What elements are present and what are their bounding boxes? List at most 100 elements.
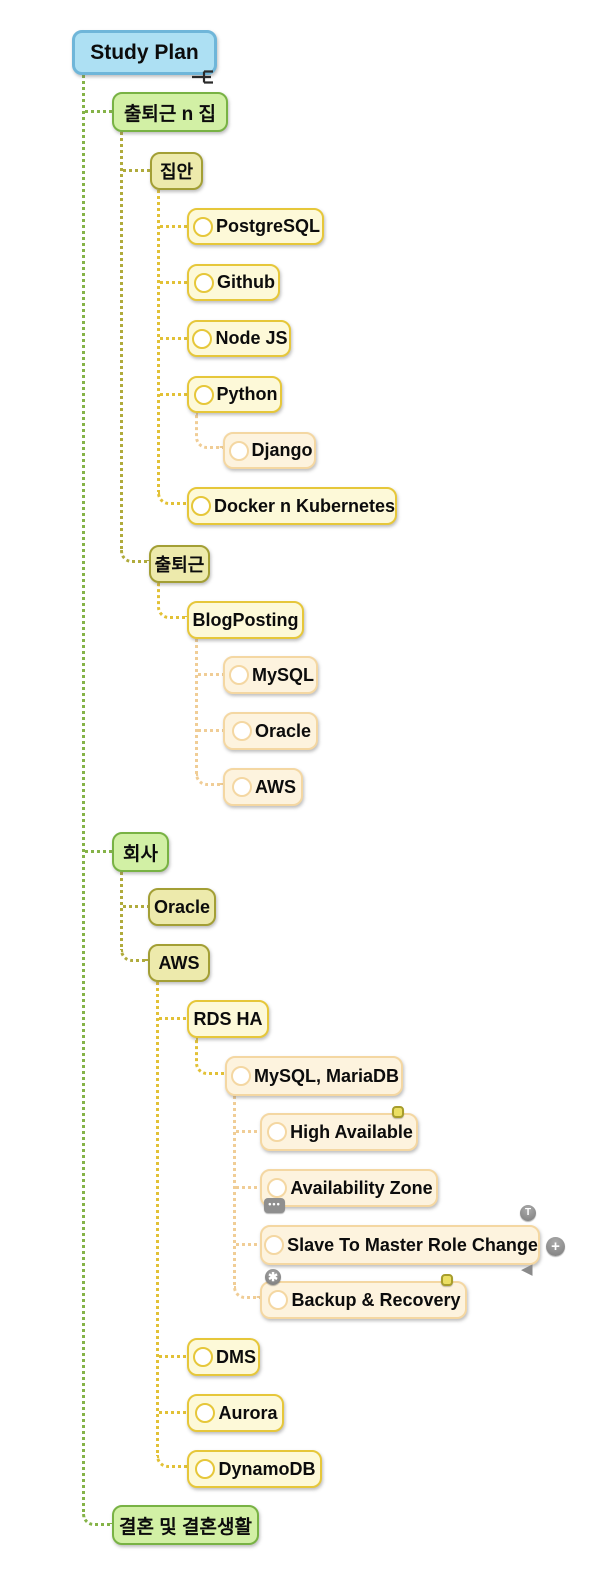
topic-circle-icon [264,1235,285,1255]
connector-line [160,281,187,284]
node-oracle-company[interactable]: Oracle [148,888,216,926]
node-label: Backup & Recovery [291,1289,461,1310]
node-label: DynamoDB [218,1458,316,1479]
connector-line [160,225,187,228]
yellow-tag-icon[interactable] [441,1274,453,1286]
node-label: 결혼 및 결혼생활 [119,1516,252,1538]
node-postgresql[interactable]: PostgreSQL [187,208,324,245]
node-label: PostgreSQL [215,216,321,236]
more-options-icon[interactable]: ••• [264,1198,285,1213]
node-slave-to-master-role-change[interactable]: Slave To Master Role Change [260,1225,540,1265]
node-blogposting[interactable]: BlogPosting [187,601,304,639]
text-tool-icon[interactable]: T [520,1205,536,1221]
node-label: 출퇴근 n 집 [123,103,217,125]
topic-circle-icon [190,496,211,516]
topic-circle-icon [194,272,214,293]
connector-line [198,729,223,732]
topic-circle-icon [231,721,252,741]
connector-line [120,872,123,949]
node-label: Docker n Kubernetes [213,495,396,516]
node-study-plan[interactable]: Study Plan [72,30,217,75]
node-dms[interactable]: DMS [187,1338,260,1376]
node-backup-recovery[interactable]: Backup & Recovery ✱ [260,1269,467,1319]
topic-circle-icon [195,1459,216,1479]
connector-line [160,393,187,396]
connector-line [236,1130,260,1133]
connector-line [156,982,159,1455]
connector-line [82,75,85,1514]
topic-circle-icon [268,1290,289,1310]
node-aws-blog[interactable]: AWS [223,768,303,806]
connector-line [82,1514,112,1526]
topic-circle-icon [267,1122,288,1142]
topic-circle-icon [267,1178,288,1198]
node-mysql-blog[interactable]: MySQL [223,656,318,694]
connector-line [160,337,187,340]
node-label: Django [251,440,313,460]
connector-line [120,949,148,962]
topic-circle-icon [230,1066,251,1086]
connector-line [159,1355,187,1358]
node-label: Github [217,272,275,292]
node-availability-zone[interactable]: Availability Zone••• [260,1169,438,1213]
connector-line [85,850,112,853]
node-label: AWS [158,952,200,973]
node-label: MySQL, MariaDB [253,1065,400,1086]
yellow-tag-icon[interactable] [392,1106,404,1118]
node-commute-n-home[interactable]: 출퇴근 n 집 [112,92,228,132]
connector-line [85,110,112,113]
node-label: Aurora [218,1402,278,1423]
node-dynamodb[interactable]: DynamoDB [187,1450,322,1488]
node-label: Node JS [215,328,288,348]
connector-line [195,1038,225,1075]
node-label: AWS [254,776,296,797]
collapse-arrow-icon[interactable]: ◀ [521,1261,533,1278]
asterisk-icon[interactable]: ✱ [265,1269,281,1285]
connector-line [157,492,187,505]
node-label: Study Plan [90,40,199,64]
connector-line [236,1186,260,1189]
topic-circle-icon [231,777,252,797]
node-oracle-blog[interactable]: Oracle [223,712,318,750]
node-node-js[interactable]: Node JS [187,320,291,357]
topic-circle-icon [195,1403,216,1423]
connector-line [195,413,223,449]
node-high-available[interactable]: High Available [260,1106,418,1151]
connector-line [123,169,150,172]
node-company[interactable]: 회사 [112,832,169,872]
node-commute[interactable]: 출퇴근 [149,545,210,583]
node-label: Python [216,384,278,404]
connector-line [120,550,149,563]
node-label: Oracle [254,720,312,741]
connector-line [123,905,148,908]
connector-line [233,1096,236,1286]
connector-line [233,1286,260,1299]
node-marriage-life[interactable]: 결혼 및 결혼생활 [112,1505,259,1545]
node-mysql-mariadb[interactable]: MySQL, MariaDB [225,1056,403,1096]
branch-collapse-icon[interactable] [191,69,217,85]
node-django[interactable]: Django [223,432,316,469]
connector-line [120,132,123,550]
node-label: RDS HA [193,1008,263,1029]
node-label: BlogPosting [192,609,299,630]
node-label: 출퇴근 [154,555,205,575]
connector-line [198,673,223,676]
node-aurora[interactable]: Aurora [187,1394,284,1432]
connector-line [195,639,198,773]
node-github[interactable]: Github [187,264,280,301]
node-home[interactable]: 집안 [150,152,203,190]
add-node-icon[interactable]: + [546,1237,565,1256]
topic-circle-icon [193,1347,213,1367]
node-label: MySQL [251,664,314,685]
connector-line [195,773,223,786]
topic-circle-icon [228,440,249,461]
node-aws-company[interactable]: AWS [148,944,210,982]
connector-line [236,1243,260,1246]
node-rds-ha[interactable]: RDS HA [187,1000,269,1038]
node-label: DMS [216,1346,256,1367]
node-docker-n-kubernetes[interactable]: Docker n Kubernetes [187,487,397,525]
node-label: Oracle [153,896,211,917]
node-python[interactable]: Python [187,376,282,413]
connector-line [157,190,160,492]
